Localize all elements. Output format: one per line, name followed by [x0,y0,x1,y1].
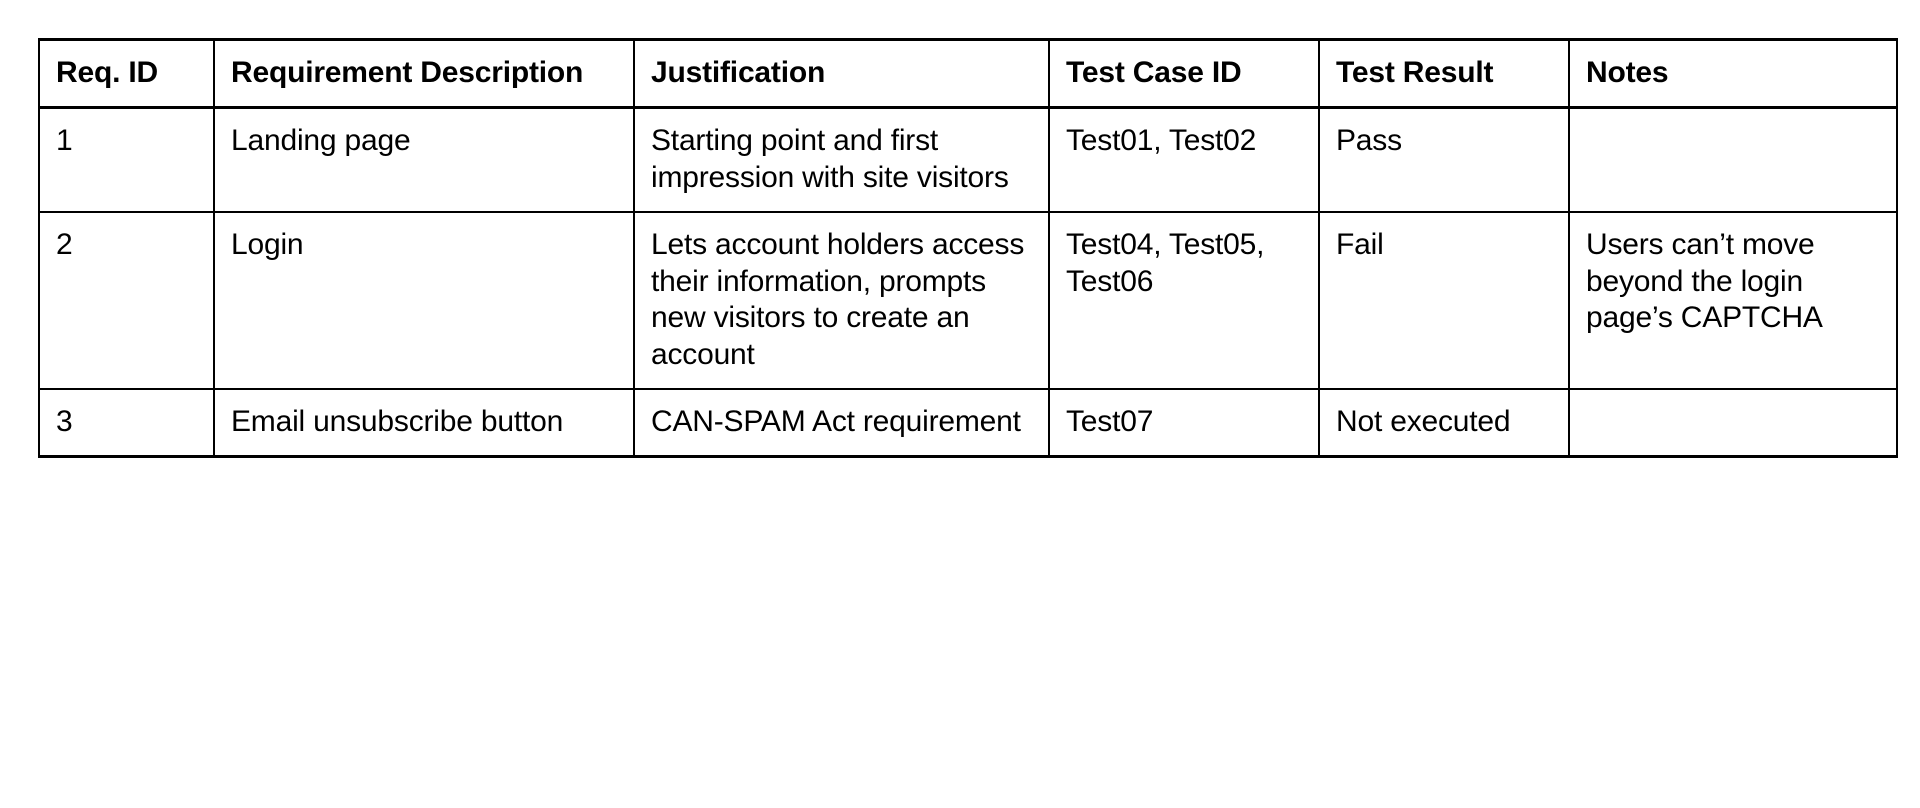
cell-justification: CAN-SPAM Act requirement [633,388,1050,459]
cell-test-result: Fail [1318,210,1570,391]
cell-test-case-id: Test07 [1048,388,1320,459]
cell-notes: Users can’t move beyond the login page’s… [1568,210,1898,391]
cell-description: Login [213,210,635,391]
column-header-notes: Notes [1568,38,1898,109]
cell-notes [1568,388,1898,459]
cell-test-result: Not executed [1318,388,1570,459]
column-header-description: Requirement Description [213,38,635,109]
column-header-test-result: Test Result [1318,38,1570,109]
cell-req-id: 2 [38,210,215,391]
cell-req-id: 3 [38,388,215,459]
column-header-test-case-id: Test Case ID [1048,38,1320,109]
cell-test-result: Pass [1318,106,1570,213]
table-row: 2 Login Lets account holders access thei… [38,210,1898,391]
table-body: 1 Landing page Starting point and first … [38,106,1898,459]
cell-notes [1568,106,1898,213]
column-header-justification: Justification [633,38,1050,109]
table-row: 3 Email unsubscribe button CAN-SPAM Act … [38,388,1898,459]
cell-description: Landing page [213,106,635,213]
table-row: 1 Landing page Starting point and first … [38,106,1898,213]
requirements-traceability-matrix: Req. ID Requirement Description Justific… [38,38,1898,459]
column-header-req-id: Req. ID [38,38,215,109]
cell-description: Email unsubscribe button [213,388,635,459]
table-header: Req. ID Requirement Description Justific… [38,38,1898,109]
cell-req-id: 1 [38,106,215,213]
cell-justification: Lets account holders access their inform… [633,210,1050,391]
cell-test-case-id: Test04, Test05, Test06 [1048,210,1320,391]
header-row: Req. ID Requirement Description Justific… [38,38,1898,109]
cell-justification: Starting point and first impression with… [633,106,1050,213]
cell-test-case-id: Test01, Test02 [1048,106,1320,213]
matrix-container: Req. ID Requirement Description Justific… [38,38,1898,459]
